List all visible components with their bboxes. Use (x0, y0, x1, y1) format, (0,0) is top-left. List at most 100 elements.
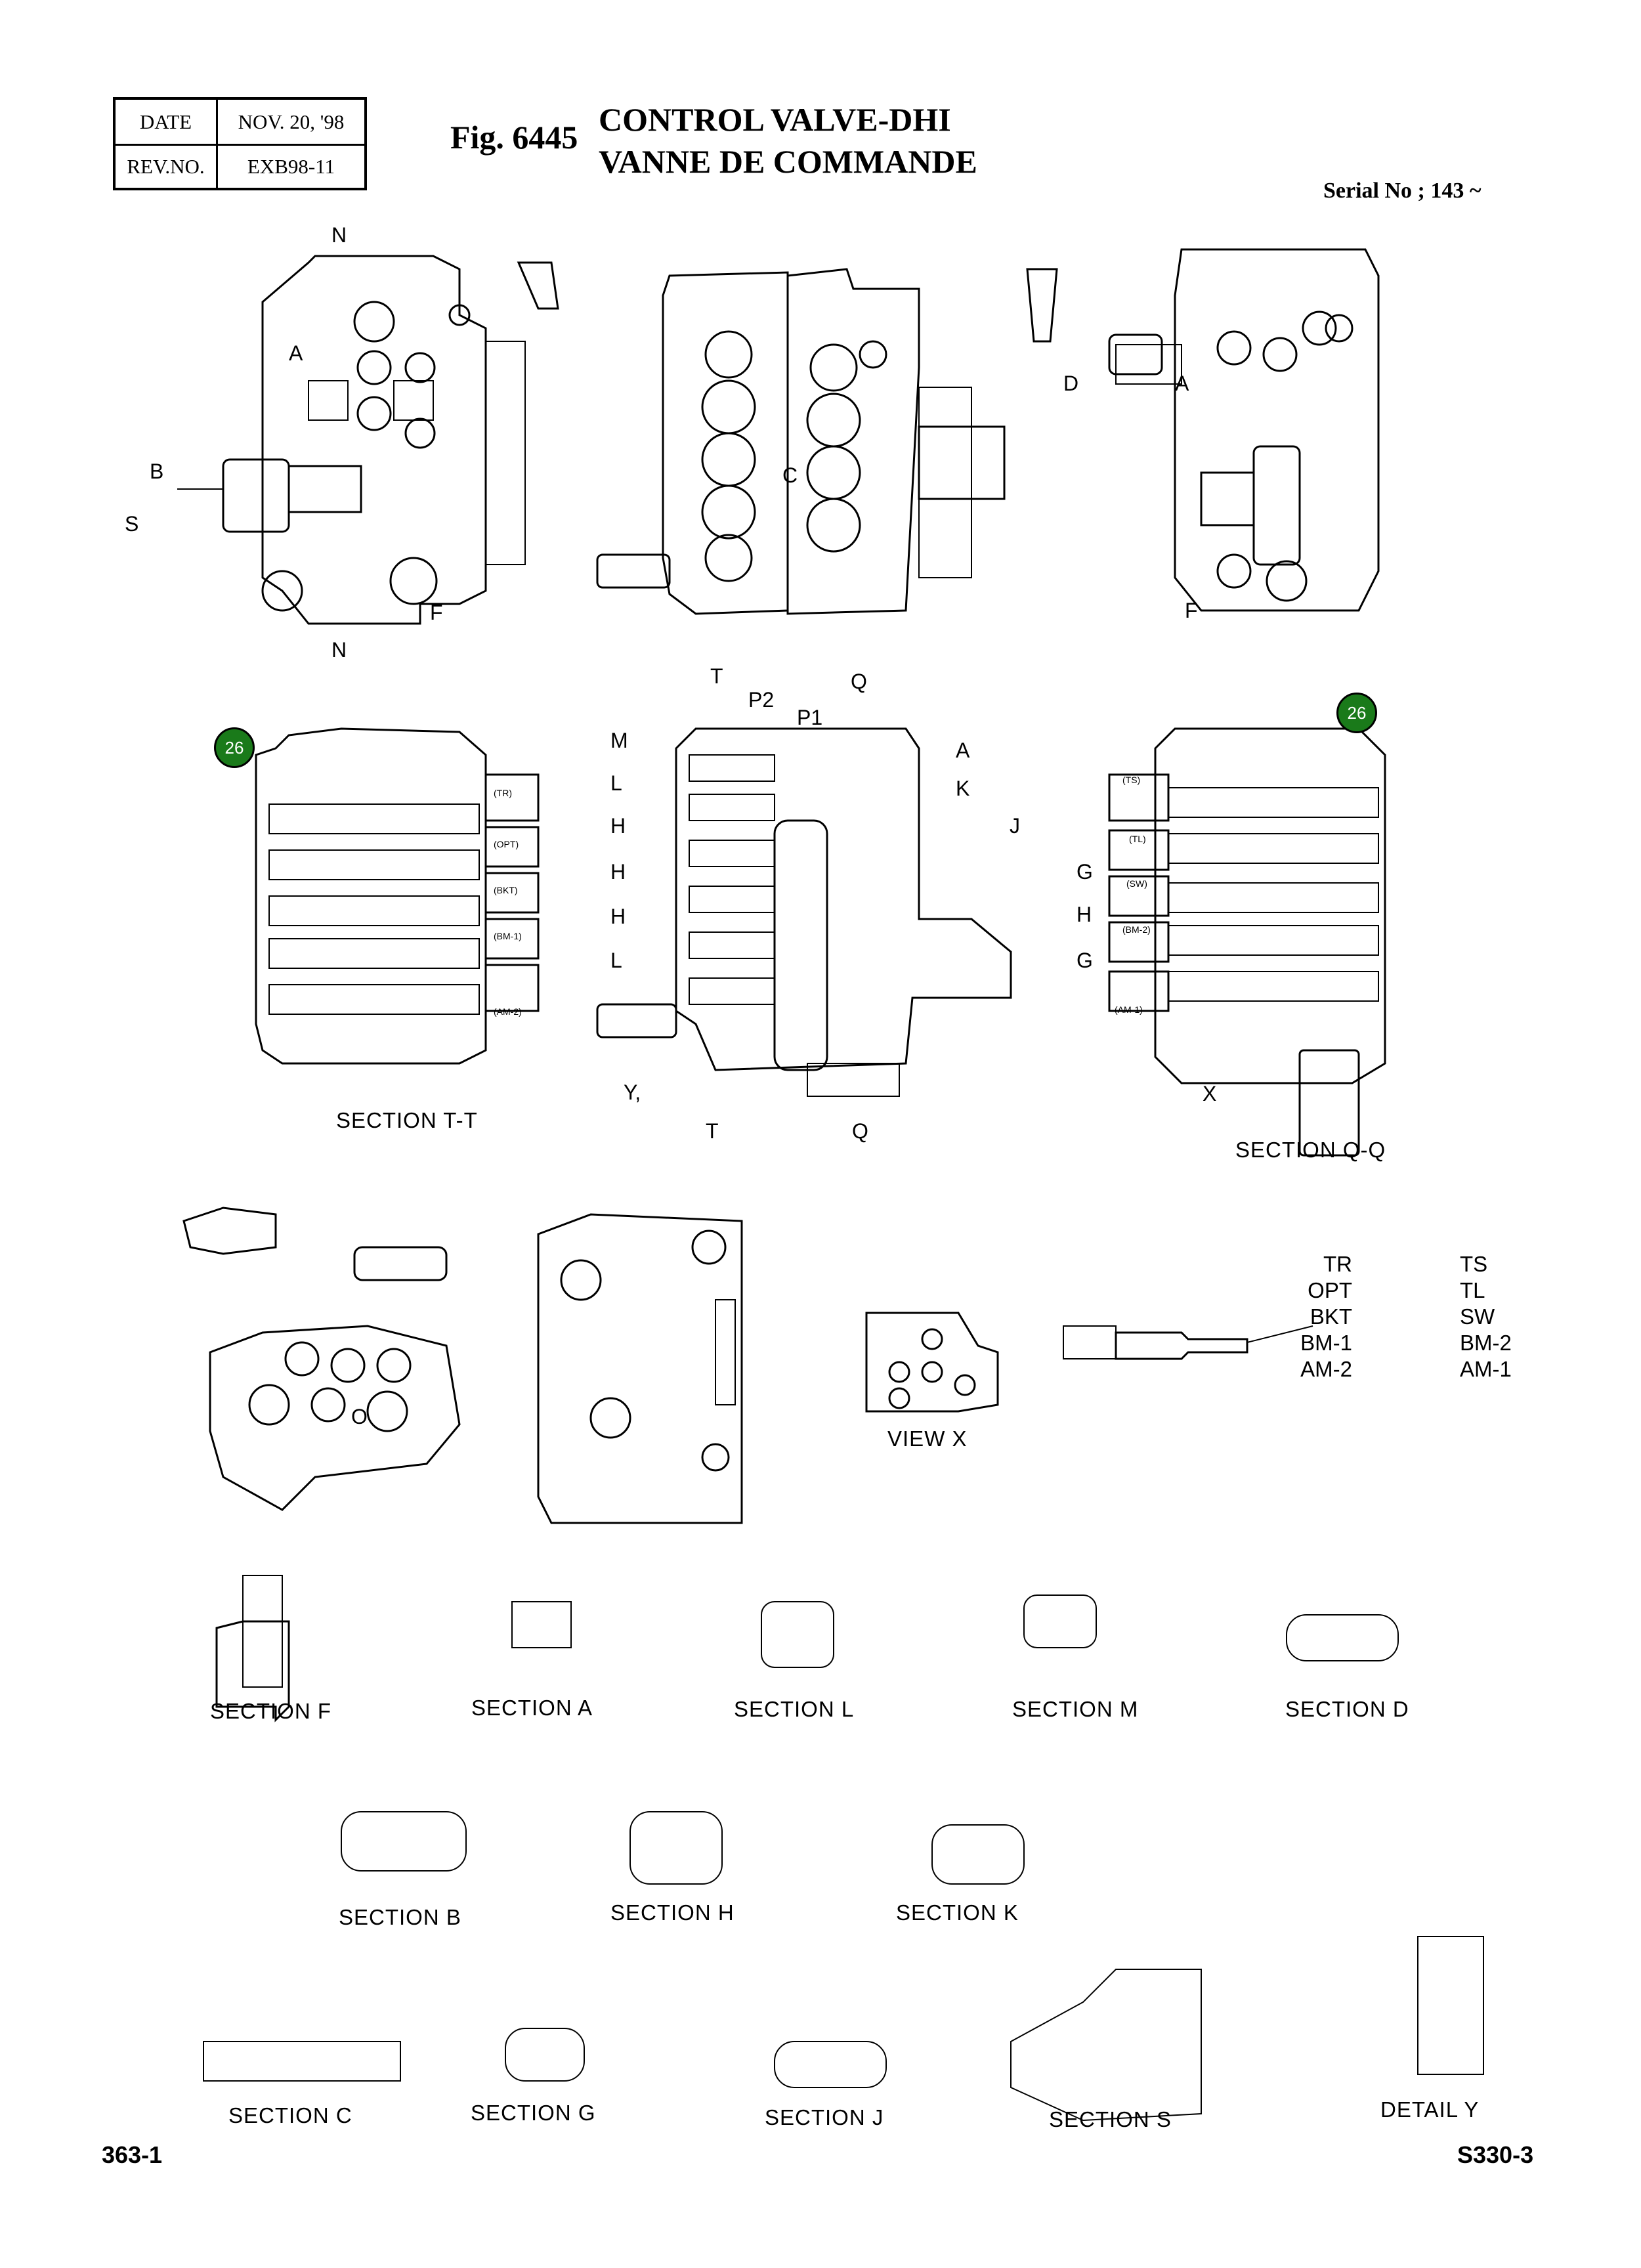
rev-label: REV.NO. (127, 155, 205, 178)
view-x-drawing (865, 1312, 999, 1413)
top-view-side (596, 268, 1006, 615)
legend-sw: SW (1460, 1304, 1495, 1329)
detail-o-drawing (182, 1207, 461, 1511)
section-d-title: SECTION D (1285, 1697, 1409, 1721)
legend-left: TR OPT BKT BM-1 AM-2 (1287, 1251, 1352, 1382)
label-q-bottom: Q (852, 1119, 868, 1143)
tag-opt: (OPT) (494, 839, 519, 849)
label-g-2: G (1076, 949, 1093, 972)
label-p2: P2 (748, 688, 775, 712)
label-l-1: L (610, 771, 622, 795)
legend-ts: TS (1460, 1252, 1488, 1276)
label-h-3: H (610, 905, 626, 928)
label-d: D (1063, 372, 1079, 395)
section-s-drawing (1010, 1969, 1202, 2122)
label-t-top: T (710, 664, 723, 688)
section-l-drawing (761, 1601, 834, 1668)
section-j-title: SECTION J (765, 2105, 884, 2129)
detail-y-drawing (1417, 1936, 1484, 2075)
middle-section-drawing (596, 727, 1012, 1097)
section-m-title: SECTION M (1012, 1697, 1139, 1721)
tag-bkt: (BKT) (494, 885, 518, 895)
legend-bkt: BKT (1310, 1304, 1352, 1329)
label-x: X (1203, 1082, 1217, 1105)
section-s-title: SECTION S (1049, 2107, 1172, 2131)
legend-opt: OPT (1308, 1278, 1352, 1302)
section-f-title: SECTION F (210, 1699, 332, 1723)
label-f-rear: F (1185, 599, 1198, 622)
legend-tr: TR (1323, 1252, 1352, 1276)
section-a-drawing (511, 1601, 572, 1648)
title-line-1: CONTROL VALVE-DHI (599, 101, 951, 138)
label-a-rear: A (1175, 372, 1189, 395)
section-b-title: SECTION B (339, 1905, 461, 1929)
figure-number: Fig. 6445 (450, 119, 578, 156)
tag-tr: (TR) (494, 788, 512, 798)
page-number-left: 363-1 (102, 2141, 163, 2168)
label-b: B (150, 460, 164, 483)
callout-26-left: 26 (214, 727, 255, 768)
detail-y-title: DETAIL Y (1380, 2097, 1480, 2122)
label-n-top: N (331, 223, 347, 247)
label-q-top: Q (851, 670, 867, 693)
rev-value: EXB98-11 (247, 155, 335, 178)
pilot-cartridge-drawing (1063, 1325, 1313, 1360)
label-s: S (125, 512, 139, 536)
label-m: M (610, 729, 628, 752)
section-qq-drawing (1108, 727, 1386, 1157)
section-h-title: SECTION H (610, 1900, 735, 1925)
section-qq-title: SECTION Q-Q (1235, 1138, 1386, 1162)
legend-am-2: AM-2 (1300, 1357, 1352, 1381)
label-t-bottom: T (706, 1119, 719, 1143)
label-k: K (956, 777, 970, 800)
date-value: NOV. 20, '98 (238, 110, 345, 133)
label-l-2: L (610, 949, 622, 972)
label-a-mid: A (956, 738, 970, 762)
label-a: A (289, 341, 303, 365)
label-h-qq: H (1076, 903, 1092, 926)
section-g-drawing (505, 2028, 585, 2082)
label-h-1: H (610, 814, 626, 838)
legend-bm-1: BM-1 (1300, 1331, 1352, 1355)
label-c: C (782, 463, 798, 487)
section-m-drawing (1023, 1594, 1097, 1648)
section-j-drawing (774, 2041, 887, 2088)
legend-am-1: AM-1 (1460, 1357, 1512, 1381)
label-y: Y, (624, 1081, 641, 1104)
housing-plate-drawing (537, 1213, 743, 1524)
figure-title: CONTROL VALVE-DHI VANNE DE COMMANDE (599, 98, 977, 182)
section-d-drawing (1286, 1614, 1399, 1661)
section-g-title: SECTION G (471, 2101, 596, 2125)
section-h-drawing (629, 1811, 723, 1885)
section-b-drawing (341, 1811, 467, 1872)
date-label: DATE (139, 110, 192, 133)
label-h-2: H (610, 860, 626, 884)
section-k-title: SECTION K (896, 1900, 1019, 1925)
section-l-title: SECTION L (734, 1697, 855, 1721)
legend-right: TS TL SW BM-2 AM-1 (1460, 1251, 1539, 1382)
label-n-bottom: N (331, 638, 347, 662)
top-view-rear (1026, 248, 1380, 612)
legend-bm-2: BM-2 (1460, 1331, 1512, 1355)
legend-tl: TL (1460, 1278, 1485, 1302)
section-f-drawing (215, 1575, 290, 1722)
revision-table: DATE NOV. 20, '98 REV.NO. EXB98-11 (113, 97, 367, 190)
label-j: J (1010, 814, 1020, 838)
label-f: F (430, 601, 443, 624)
section-tt-drawing (255, 727, 540, 1065)
tag-sw: (SW) (1126, 878, 1147, 889)
label-p1: P1 (797, 706, 823, 729)
tag-bm-2: (BM-2) (1122, 924, 1151, 935)
label-o: O (351, 1405, 368, 1428)
serial-number: Serial No ; 143 ~ (1323, 179, 1481, 203)
tag-ts: (TS) (1122, 775, 1141, 785)
page-number-right: S330-3 (1457, 2141, 1534, 2168)
section-a-title: SECTION A (471, 1696, 593, 1720)
top-view-front (177, 255, 559, 625)
title-line-2: VANNE DE COMMANDE (599, 143, 977, 180)
section-c-drawing (203, 2041, 401, 2082)
section-c-title: SECTION C (228, 2103, 352, 2128)
tag-am-2: (AM-2) (494, 1006, 522, 1017)
tag-bm-1: (BM-1) (494, 931, 522, 941)
